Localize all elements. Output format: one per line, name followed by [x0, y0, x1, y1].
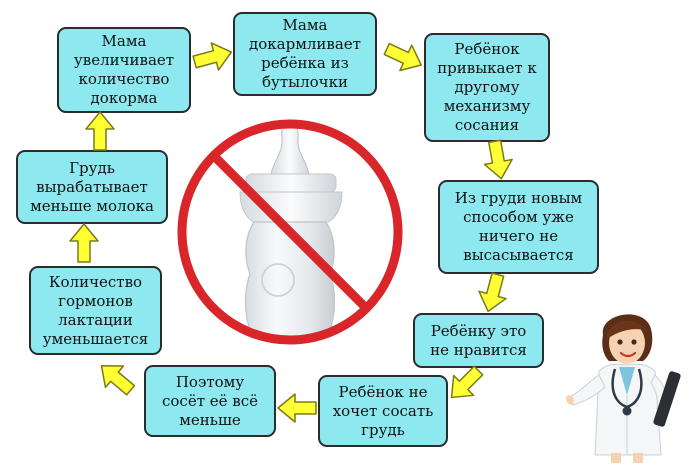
arrow-up-left-icon: [91, 354, 141, 403]
arrow-down-icon: [480, 138, 516, 183]
arrow-left-icon: [277, 393, 317, 423]
step-nothing-sucked-from-breast: Из груди новым способом уже ничего не вы…: [438, 180, 599, 274]
step-lactation-hormones-decrease: Количество гормонов лактации уменьшается: [29, 266, 162, 355]
doctor-presenting-icon: [565, 305, 695, 463]
prohibited-baby-bottle-icon: [170, 108, 410, 356]
arrow-down-left-icon: [440, 359, 489, 408]
step-baby-gets-used-to-sucking: Ребёнок привыкает к другому механизму со…: [424, 33, 550, 142]
arrow-right-icon: [380, 35, 429, 79]
arrow-up-icon: [85, 111, 115, 151]
step-baby-refuses-breast: Ребёнок не хочет сосать грудь: [318, 375, 448, 447]
arrow-right-icon: [190, 37, 236, 76]
step-mom-feeds-from-bottle: Мама докармливает ребёнка из бутылочки: [233, 12, 377, 96]
step-baby-dislikes-it: Ребёнку это не нравится: [413, 313, 544, 368]
step-breast-produces-less-milk: Грудь вырабатывает меньше молока: [16, 150, 168, 224]
step-sucks-less: Поэтому сосёт её всё меньше: [144, 365, 276, 437]
arrow-up-icon: [69, 223, 99, 263]
step-mom-increases-supplement: Мама увеличивает количество докорма: [57, 27, 191, 113]
arrow-down-icon: [473, 270, 512, 316]
